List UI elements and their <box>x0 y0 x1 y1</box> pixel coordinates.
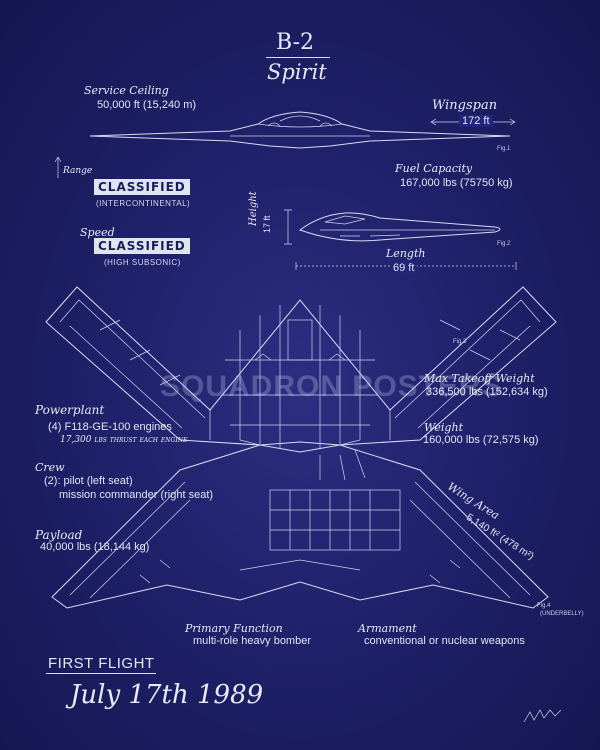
fig-1-label: Fig.1 <box>497 146 511 152</box>
payload-label: Payload <box>35 528 83 542</box>
title-underline <box>266 57 330 58</box>
speed-label: Speed <box>80 226 115 239</box>
payload-value: 40,000 lbs (18,144 kg) <box>40 541 150 553</box>
underbelly-label: (UNDERBELLY) <box>540 611 584 617</box>
powerplant-label: Powerplant <box>35 403 105 417</box>
range-value-badge: CLASSIFIED <box>94 179 190 195</box>
weight-label: Weight <box>424 421 463 434</box>
powerplant-value: (4) F118-GE-100 engines <box>48 421 172 433</box>
crew-line-1: (2): pilot (left seat) <box>44 475 133 487</box>
primary-function-label: Primary Function <box>185 622 283 635</box>
title-name: Spirit <box>267 60 327 84</box>
max-takeoff-weight-label: Max Takeoff Weight <box>424 372 535 385</box>
watermark: SQUADRON POSTERS <box>160 370 503 403</box>
height-value: 17 ft <box>262 215 272 233</box>
wingspan-label: Wingspan <box>432 98 498 113</box>
speed-value-badge: CLASSIFIED <box>94 238 190 254</box>
range-note: (INTERCONTINENTAL) <box>96 199 191 208</box>
fig-4-label: Fig.4 <box>537 603 551 609</box>
range-label: Range <box>63 166 93 176</box>
length-label: Length <box>386 247 426 260</box>
first-flight-label: FIRST FLIGHT <box>48 655 155 672</box>
first-flight-underline <box>46 673 156 674</box>
underbelly-view-drawing <box>51 441 549 609</box>
fig-3-label: Fig.3 <box>453 339 467 345</box>
range-arrow <box>54 156 62 178</box>
wingspan-value: 172 ft <box>459 115 493 127</box>
first-flight-date: July 17th 1989 <box>70 680 264 710</box>
powerplant-thrust: 17,300 lbs thrust each engine <box>60 435 188 445</box>
top-view-drawing <box>45 286 557 453</box>
fuel-capacity-value: 167,000 lbs (75750 kg) <box>400 177 513 189</box>
fig-2-label: Fig.2 <box>497 241 511 247</box>
service-ceiling-value: 50,000 ft (15,240 m) <box>97 99 197 111</box>
crew-label: Crew <box>35 461 65 474</box>
service-ceiling-label: Service Ceiling <box>84 84 169 97</box>
fuel-capacity-label: Fuel Capacity <box>395 162 473 175</box>
title-model: B-2 <box>276 30 315 55</box>
height-label: Height <box>248 191 259 226</box>
primary-function-value: multi-role heavy bomber <box>193 635 311 647</box>
crew-line-2: mission commander (right seat) <box>59 489 214 501</box>
side-view-drawing <box>284 209 517 270</box>
armament-label: Armament <box>358 622 417 635</box>
length-value: 69 ft <box>390 262 418 274</box>
speed-note: (HIGH SUBSONIC) <box>104 258 181 267</box>
max-takeoff-weight-value: 336,500 lbs (152,634 kg) <box>426 386 548 398</box>
artist-signature <box>523 709 562 723</box>
weight-value: 160,000 lbs (72,575 kg) <box>423 434 539 446</box>
armament-value: conventional or nuclear weapons <box>364 635 525 647</box>
front-view-drawing <box>89 111 516 149</box>
